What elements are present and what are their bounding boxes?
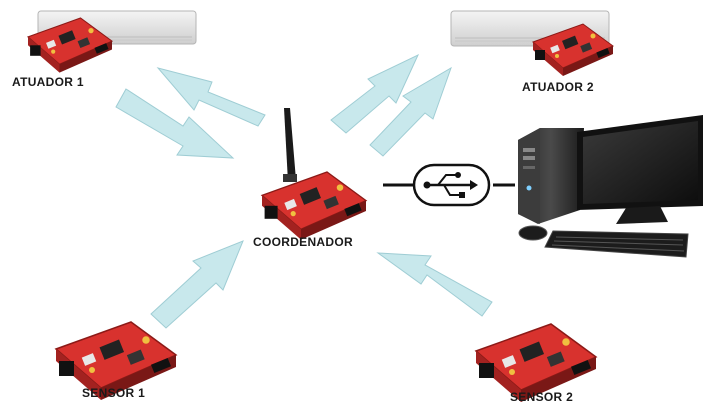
arrow-sensor1-to-coordenador — [150, 240, 244, 329]
sensor1-label: SENSOR 1 — [82, 386, 146, 400]
atuador2-label: ATUADOR 2 — [522, 80, 594, 94]
coordenador-board — [261, 171, 367, 241]
coordenador-label: COORDENADOR — [253, 235, 353, 249]
computer-keyboard — [544, 230, 689, 258]
arrow-atuador1-to-coordenador — [115, 88, 235, 159]
sensor2-label: SENSOR 2 — [510, 390, 574, 404]
arrow-sensor2-to-coordenador — [376, 252, 493, 317]
arrow-coordenador-to-atuador1 — [156, 67, 266, 127]
computer-mouse — [518, 225, 548, 241]
coordenador-antenna — [283, 108, 297, 182]
computer-monitor — [577, 115, 703, 224]
computer-tower — [518, 128, 584, 224]
usb-icon — [412, 163, 491, 207]
atuador1-label: ATUADOR 1 — [12, 75, 84, 89]
arrow-atuador2-to-coordenador — [369, 66, 452, 157]
arrow-coordenador-to-atuador2-left — [330, 53, 420, 134]
